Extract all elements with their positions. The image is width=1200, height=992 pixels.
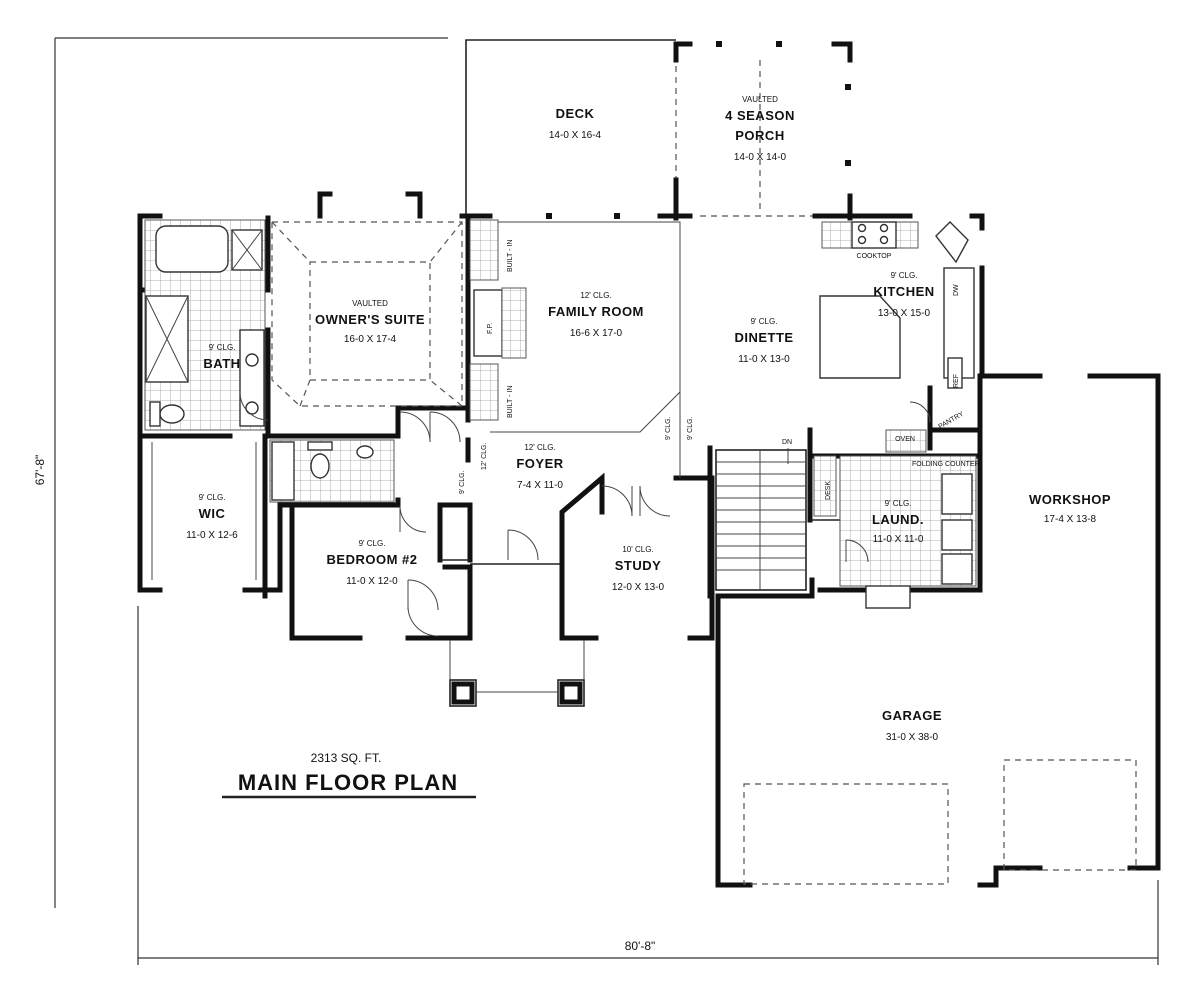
family-clg: 12' CLG.	[580, 291, 611, 300]
square-footage: 2313 SQ. FT.	[311, 751, 382, 765]
front-entry	[449, 640, 585, 707]
ceiling-note-hall-2: 12' CLG.	[481, 443, 488, 470]
stairs-down-label: DN	[782, 439, 792, 446]
garage-fixtures	[743, 759, 1137, 885]
dinette-size: 11-0 X 13-0	[738, 354, 790, 365]
garage-name: GARAGE	[882, 708, 942, 723]
ref-label: REF	[953, 374, 960, 388]
room-study: 10' CLG. STUDY 12-0 X 13-0	[612, 545, 665, 593]
room-laundry: 9' CLG. LAUND. 11-0 X 11-0	[872, 499, 924, 545]
plan-title: MAIN FLOOR PLAN	[238, 770, 458, 795]
dinette-clg: 9' CLG.	[751, 317, 778, 326]
room-bath: 9' CLG. BATH	[203, 343, 240, 371]
owners-name: OWNER'S SUITE	[315, 312, 425, 327]
dishwasher-label: DW	[953, 284, 960, 296]
kitchen-clg: 9' CLG.	[891, 271, 918, 280]
room-deck: DECK 14-0 X 16-4	[549, 106, 602, 141]
room-wic: 9' CLG. WIC 11-0 X 12-6	[186, 493, 238, 541]
foyer-name: FOYER	[516, 456, 563, 471]
oven-label: OVEN	[895, 436, 915, 443]
deck-outline	[465, 39, 853, 221]
folding-counter-label: FOLDING COUNTER	[912, 461, 980, 468]
deck-size: 14-0 X 16-4	[549, 130, 602, 141]
kitchen-fixtures: COOKTOP DW REF OVEN PANTRY	[819, 221, 975, 453]
foyer-clg: 12' CLG.	[524, 443, 555, 452]
bath-name: BATH	[203, 356, 240, 371]
ceiling-note-hall-1: 9' CLG.	[459, 470, 466, 494]
room-family: 12' CLG. FAMILY ROOM 16-6 X 17-0	[548, 291, 644, 339]
fireplace: BUILT - IN BUILT - IN F.P.	[469, 219, 527, 421]
ceiling-note-foyer-1: 9' CLG.	[665, 416, 672, 440]
laundry-name: LAUND.	[872, 512, 924, 527]
exterior-walls	[137, 191, 1161, 888]
vault-lines	[271, 221, 681, 478]
ceiling-note-foyer-2: 9' CLG.	[687, 416, 694, 440]
porch-note: VAULTED	[742, 95, 778, 104]
dinette-name: DINETTE	[734, 330, 793, 345]
deck-name: DECK	[556, 106, 595, 121]
built-in-label-top: BUILT - IN	[507, 240, 514, 272]
room-foyer: 12' CLG. FOYER 7-4 X 11-0	[516, 443, 563, 491]
door-swings	[239, 391, 869, 637]
workshop-size: 17-4 X 13-8	[1044, 514, 1097, 525]
laundry-clg: 9' CLG.	[885, 499, 912, 508]
porch-size: 14-0 X 14-0	[734, 152, 787, 163]
laundry-fixtures: DESK FOLDING COUNTER	[813, 455, 980, 609]
wic-size: 11-0 X 12-6	[186, 530, 238, 541]
owners-note: VAULTED	[352, 299, 388, 308]
bath-clg: 9' CLG.	[209, 343, 236, 352]
room-kitchen: 9' CLG. KITCHEN 13-0 X 15-0	[873, 271, 934, 319]
wic-closet	[151, 442, 257, 580]
family-size: 16-6 X 17-0	[570, 328, 623, 339]
study-size: 12-0 X 13-0	[612, 582, 665, 593]
owners-size: 16-0 X 17-4	[344, 334, 397, 345]
kitchen-name: KITCHEN	[873, 284, 934, 299]
wic-clg: 9' CLG.	[199, 493, 226, 502]
fireplace-label: F.P.	[487, 323, 494, 334]
foyer-size: 7-4 X 11-0	[517, 480, 563, 491]
room-workshop: WORKSHOP 17-4 X 13-8	[1029, 492, 1111, 525]
depth-dimension: 67'-8"	[33, 455, 47, 486]
built-in-label-bottom: BUILT - IN	[507, 386, 514, 418]
stairs: DN	[715, 439, 807, 591]
dimension-lines	[54, 37, 1159, 965]
kitchen-size: 13-0 X 15-0	[878, 308, 931, 319]
desk-label: DESK	[825, 481, 832, 500]
porch-name-2: PORCH	[735, 128, 784, 143]
bedroom2-name: BEDROOM #2	[327, 552, 418, 567]
bath-fixtures	[144, 219, 395, 503]
laundry-size: 11-0 X 11-0	[873, 534, 924, 545]
garage-size: 31-0 X 38-0	[886, 732, 939, 743]
cooktop-label: COOKTOP	[857, 253, 892, 260]
plan-title-block: 2313 SQ. FT. MAIN FLOOR PLAN	[222, 751, 476, 799]
family-name: FAMILY ROOM	[548, 304, 644, 319]
width-dimension: 80'-8"	[625, 939, 656, 953]
room-garage: GARAGE 31-0 X 38-0	[882, 708, 942, 743]
workshop-name: WORKSHOP	[1029, 492, 1111, 507]
study-clg: 10' CLG.	[622, 545, 653, 554]
bedroom2-size: 11-0 X 12-0	[346, 576, 398, 587]
room-bedroom-2: 9' CLG. BEDROOM #2 11-0 X 12-0	[327, 539, 418, 587]
room-dinette: 9' CLG. DINETTE 11-0 X 13-0	[734, 317, 793, 365]
porch-name-1: 4 SEASON	[725, 108, 795, 123]
bedroom2-clg: 9' CLG.	[359, 539, 386, 548]
room-owners-suite: VAULTED OWNER'S SUITE 16-0 X 17-4	[315, 299, 425, 345]
room-porch: VAULTED 4 SEASON PORCH 14-0 X 14-0	[725, 95, 795, 163]
study-name: STUDY	[615, 558, 662, 573]
wic-name: WIC	[199, 506, 226, 521]
